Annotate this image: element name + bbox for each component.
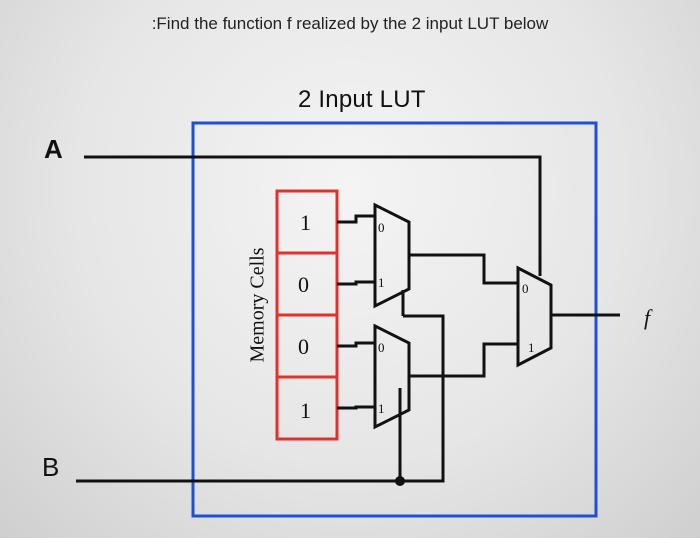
- mux2-pin-0: 0: [378, 340, 385, 355]
- lut-title: 2 Input LUT: [298, 86, 426, 113]
- mux-1: [373, 202, 411, 309]
- input-a-label: A: [44, 134, 63, 164]
- memory-cell-value-3: 1: [300, 398, 311, 423]
- output-f-label: f: [644, 305, 651, 330]
- wires: [76, 155, 620, 483]
- memory-cell-value-0: 1: [300, 210, 311, 235]
- muxf-pin-1: 1: [528, 340, 535, 355]
- memory-cell-value-1: 0: [298, 272, 309, 297]
- wire-cell3: [337, 405, 375, 410]
- wire-a: [84, 155, 542, 276]
- junction-dot: [395, 476, 405, 486]
- mux-2: [373, 323, 411, 430]
- lut-boundary: [191, 121, 598, 518]
- question-text: :Find the function f realized by the 2 i…: [151, 14, 549, 33]
- memory-cell-value-2: 0: [298, 334, 309, 359]
- wire-b: [76, 314, 445, 483]
- mux1-pin-0: 0: [378, 220, 385, 235]
- wire-mux2-out: [409, 342, 518, 378]
- wire-mux1-out: [409, 253, 518, 285]
- mux1-pin-1: 1: [378, 275, 385, 290]
- memory-cells-label: Memory Cells: [246, 247, 269, 363]
- mux-final: [516, 265, 553, 368]
- mux2-pin-1: 1: [378, 401, 385, 416]
- muxf-pin-0: 0: [522, 281, 529, 296]
- wire-cell0: [337, 214, 375, 224]
- wire-cell2: [337, 341, 375, 348]
- memory-cells: 1 0 0 1: [275, 189, 339, 441]
- input-b-label: B: [42, 452, 60, 482]
- wire-cell1: [337, 280, 375, 286]
